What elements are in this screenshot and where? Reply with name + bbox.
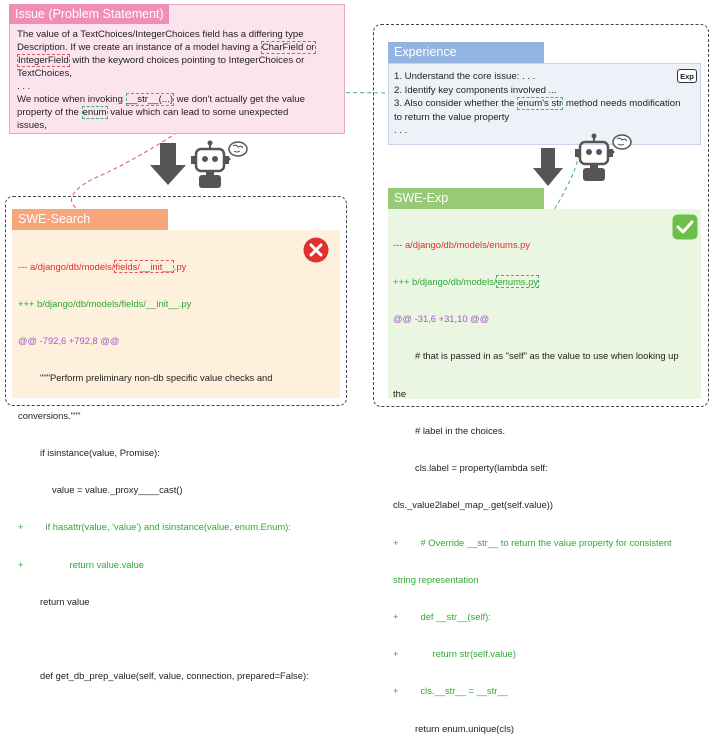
charfield-highlight: CharField or (260, 41, 316, 54)
enum-str-highlight: enum's str (517, 97, 564, 110)
experience-item: 3. Also consider whether the enum's str … (394, 97, 681, 110)
issue-line: IntegerField with the keyword choices po… (17, 54, 305, 67)
error-x-icon (303, 237, 329, 263)
code-line: cls._value2label_map_.get(self.value)) (393, 499, 553, 511)
experience-container (373, 24, 709, 407)
check-icon (672, 214, 698, 240)
code-line: value = value._proxy____cast() (52, 484, 183, 496)
added-line: +# Override __str__ to return the value … (393, 536, 672, 548)
added-line: +return str(self.value) (393, 648, 516, 660)
code-line: """Perform preliminary non-db specific v… (40, 372, 273, 384)
code-line: cls.label = property(lambda self: (415, 462, 548, 474)
swe-exp-panel (388, 209, 701, 399)
code-line: conversions.""" (18, 409, 81, 421)
experience-item: 1. Understand the core issue: . . . (394, 71, 536, 82)
code-line: # label in the choices. (415, 424, 506, 436)
issue-line: The value of a TextChoices/IntegerChoice… (17, 29, 304, 40)
issue-text: The value of a TextChoices/IntegerChoice… (17, 28, 339, 132)
code-line: # that is passed in as "self" as the val… (415, 350, 679, 362)
enums-highlight: enums.py (496, 275, 540, 289)
issue-line: issues, (17, 120, 47, 131)
diff-minus-line: --- a/django/db/models/fields/__init__.p… (18, 259, 187, 273)
issue-line: TextChoices, (17, 68, 72, 79)
enum-highlight: enum (81, 106, 108, 119)
robot-icon (575, 133, 632, 181)
fields-init-highlight: fields/__init__ (114, 259, 174, 273)
swe-exp-title: SWE-Exp (388, 188, 544, 209)
integerfield-highlight: IntegerField (17, 54, 70, 67)
added-line: string representation (393, 573, 479, 585)
issue-title: Issue (Problem Statement) (9, 4, 169, 24)
code-line: the (393, 387, 407, 399)
added-line: +if hasattr(value, 'value') and isinstan… (18, 521, 291, 533)
issue-panel (9, 4, 345, 134)
experience-text: 1. Understand the core issue: . . . 2. I… (394, 70, 694, 138)
diff-minus-line: --- a/django/db/models/enums.py (393, 238, 531, 250)
code-line: return value (40, 595, 90, 607)
exp-badge: Exp (677, 69, 697, 83)
robot-icon (191, 140, 248, 188)
swe-search-container (5, 196, 347, 406)
diff-plus-line: +++ b/django/db/models/fields/__init__.p… (18, 298, 192, 310)
code-line: if isinstance(value, Promise): (40, 446, 160, 458)
experience-item: to return the value property (394, 111, 510, 123)
added-line: +cls.__str__ = __str__ (393, 685, 508, 697)
code-line: return enum.unique(cls) (415, 722, 515, 734)
added-line: +def __str__(self): (393, 611, 491, 622)
code-line: def get_db_prep_value(self, value, conne… (40, 669, 309, 681)
swe-search-title: SWE-Search (12, 209, 168, 230)
down-arrow-icon (150, 143, 186, 185)
issue-line: . . . (17, 81, 31, 92)
experience-panel (388, 63, 701, 145)
brain-icon (227, 141, 248, 161)
issue-line: We notice when invoking __str__(...) we … (17, 93, 305, 106)
issue-line: property of the enum value which can lea… (17, 106, 289, 119)
swe-search-panel (12, 230, 340, 398)
issue-line: Description. If we create an instance of… (17, 41, 316, 54)
brain-icon (611, 134, 632, 154)
diff-hunk-header: @@ -31,6 +31,10 @@ (393, 313, 490, 325)
experience-title: Experience (388, 42, 544, 63)
experience-item: . . . (394, 125, 408, 136)
experience-item: 2. Identify key components involved ... (394, 84, 557, 96)
str-call-highlight: __str__(...) (125, 93, 175, 106)
swe-exp-diff: --- a/django/db/models/enums.py +++ b/dj… (393, 214, 679, 747)
swe-search-diff: --- a/django/db/models/fields/__init__.p… (18, 236, 309, 695)
diff-plus-line: +++ b/django/db/models/enums.py (393, 275, 540, 289)
down-arrow-icon (533, 148, 563, 186)
added-line: +return value.value (18, 558, 145, 570)
diff-hunk-header: @@ -792,6 +792,8 @@ (18, 335, 120, 347)
